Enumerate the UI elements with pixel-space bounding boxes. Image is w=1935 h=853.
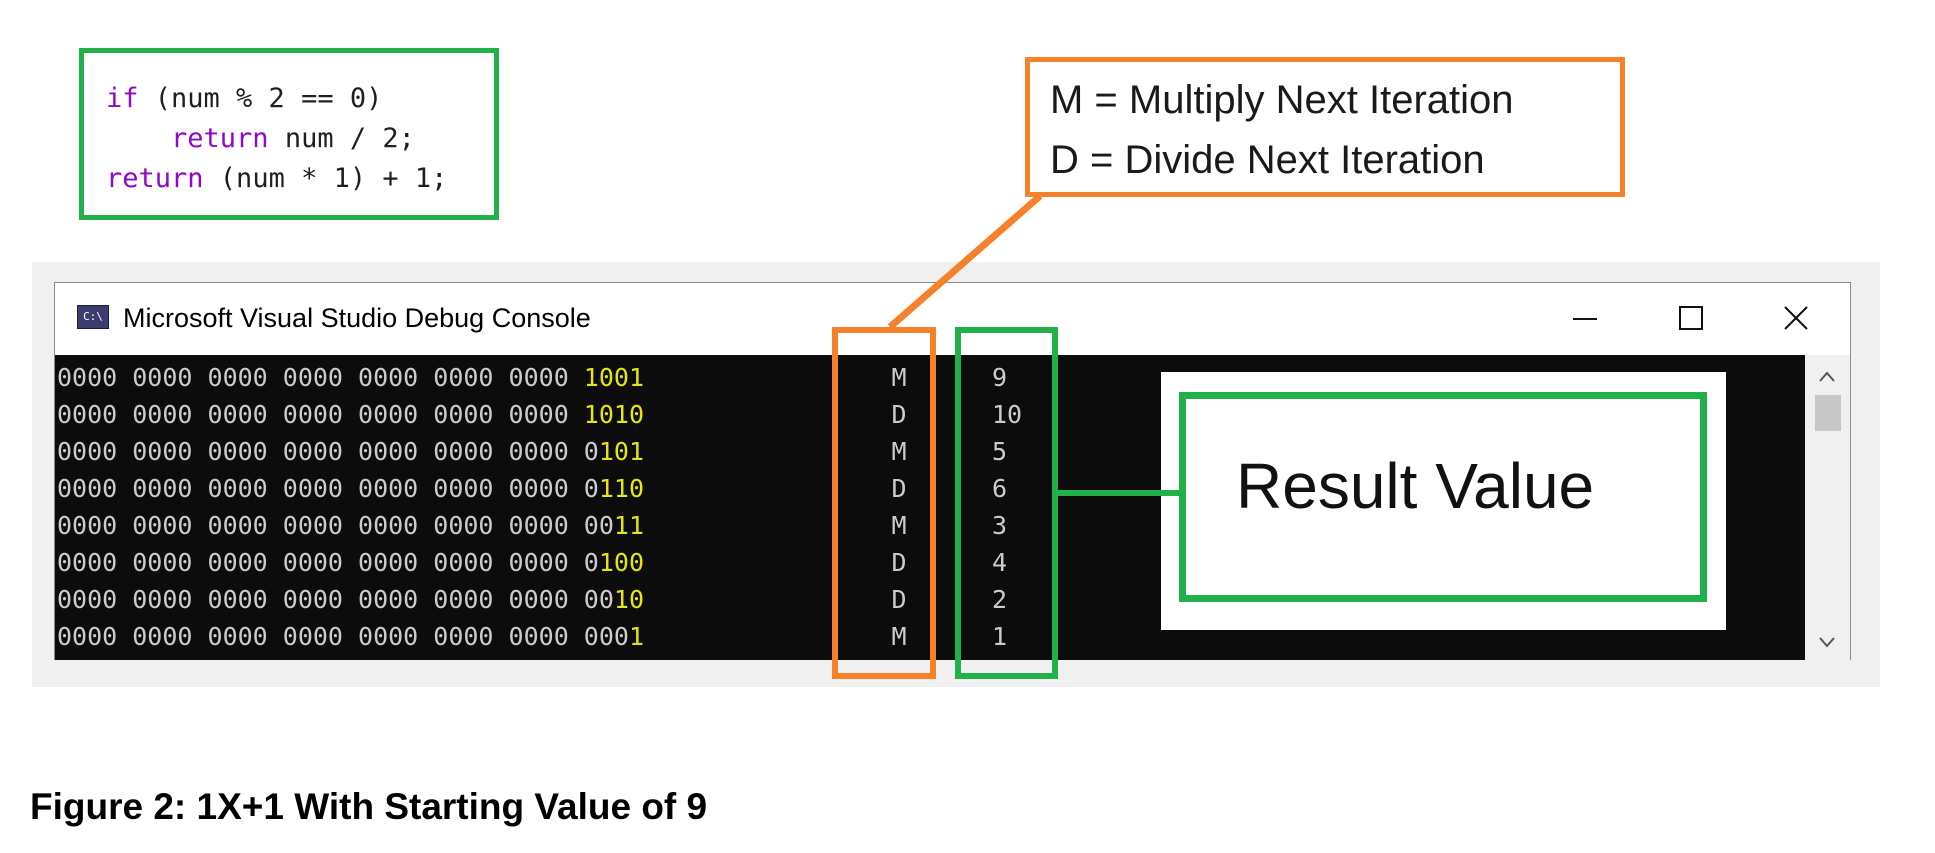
binary-significant-bits: 11 [613, 511, 645, 540]
code-text: (num * 1) + 1; [203, 163, 448, 194]
binary-prefix: 0000 0000 0000 0000 0000 0000 0000 [57, 511, 584, 540]
console-row: 0000 0000 0000 0000 0000 0000 0000 0101 M… [57, 433, 1797, 470]
binary-prefix: 0000 0000 0000 0000 0000 0000 0000 [57, 548, 584, 577]
console-app-icon: C:\ [77, 305, 109, 329]
binary-prefix: 0000 0000 0000 0000 0000 0000 0000 [57, 363, 584, 392]
operation-flag: D [891, 548, 907, 577]
result-value: 9 [992, 363, 1008, 392]
binary-leading-zeros: 00 [583, 585, 614, 614]
console-row: 0000 0000 0000 0000 0000 0000 0000 1001 M… [57, 359, 1797, 396]
title-bar[interactable]: C:\ Microsoft Visual Studio Debug Consol… [55, 283, 1850, 355]
binary-significant-bits: 10 [613, 585, 645, 614]
operation-flag: M [891, 622, 907, 651]
code-keyword: return [171, 123, 269, 154]
result-value: 6 [992, 474, 1008, 503]
maximize-icon [1679, 306, 1703, 330]
result-value-label: Result Value [1236, 450, 1595, 522]
value-column-highlight [955, 327, 1058, 679]
binary-prefix: 0000 0000 0000 0000 0000 0000 0000 [57, 622, 584, 651]
chevron-up-icon [1819, 371, 1835, 382]
code-snippet-box: if (num % 2 == 0) return num / 2; return… [79, 48, 499, 220]
result-value: 10 [992, 400, 1023, 429]
binary-significant-bits: 110 [598, 474, 645, 503]
console-row: 0000 0000 0000 0000 0000 0000 0000 0010 D… [57, 581, 1797, 618]
binary-value: 0000 0000 0000 0000 0000 0000 0000 1001 [57, 363, 644, 392]
binary-value: 0000 0000 0000 0000 0000 0000 0000 0101 [57, 437, 644, 466]
binary-significant-bits: 1001 [583, 363, 645, 392]
binary-value: 0000 0000 0000 0000 0000 0000 0000 0100 [57, 548, 644, 577]
binary-value: 0000 0000 0000 0000 0000 0000 0000 0110 [57, 474, 644, 503]
window-title: Microsoft Visual Studio Debug Console [123, 303, 591, 333]
legend-multiply: M = Multiply Next Iteration [1050, 78, 1514, 122]
operation-flag: D [891, 474, 907, 503]
operation-flag: D [891, 400, 907, 429]
operation-flag: D [891, 585, 907, 614]
result-value-callout: Result Value [1161, 372, 1726, 630]
binary-leading-zeros: 0 [583, 474, 599, 503]
operation-flag: M [891, 437, 907, 466]
code-line-1: if (num % 2 == 0) [106, 83, 382, 114]
console-row: 0000 0000 0000 0000 0000 0000 0000 0110 D… [57, 470, 1797, 507]
chevron-down-icon [1819, 637, 1835, 648]
code-keyword: return [106, 163, 204, 194]
result-value: 4 [992, 548, 1008, 577]
scroll-down-button[interactable] [1805, 628, 1850, 656]
binary-significant-bits: 100 [598, 548, 645, 577]
binary-leading-zeros: 0 [583, 548, 599, 577]
console-row: 0000 0000 0000 0000 0000 0000 0000 1010 D… [57, 396, 1797, 433]
binary-value: 0000 0000 0000 0000 0000 0000 0000 1010 [57, 400, 644, 429]
legend-divide: D = Divide Next Iteration [1050, 138, 1485, 182]
figure-caption: Figure 2: 1X+1 With Starting Value of 9 [30, 786, 708, 827]
code-keyword: if [106, 83, 139, 114]
binary-leading-zeros: 000 [583, 622, 629, 651]
binary-prefix: 0000 0000 0000 0000 0000 0000 0000 [57, 400, 584, 429]
result-value: 3 [992, 511, 1008, 540]
binary-significant-bits: 1010 [583, 400, 645, 429]
binary-significant-bits: 101 [598, 437, 645, 466]
result-value-box: Result Value [1179, 392, 1707, 602]
code-text: num / 2; [268, 123, 415, 154]
result-value: 5 [992, 437, 1008, 466]
code-line-2: return num / 2; [106, 123, 415, 154]
vertical-scrollbar[interactable] [1805, 355, 1850, 660]
code-indent [106, 123, 171, 154]
binary-significant-bits: 1 [628, 622, 645, 651]
console-row: 0000 0000 0000 0000 0000 0000 0000 0100 D… [57, 544, 1797, 581]
binary-leading-zeros: 00 [583, 511, 614, 540]
result-value: 2 [992, 585, 1008, 614]
maximize-button[interactable] [1661, 297, 1721, 341]
binary-leading-zeros: 0 [583, 437, 599, 466]
scroll-thumb[interactable] [1815, 395, 1841, 431]
operation-column-highlight [832, 327, 936, 679]
operation-flag: M [891, 511, 907, 540]
minimize-button[interactable] [1555, 297, 1615, 341]
legend-box: M = Multiply Next Iteration D = Divide N… [1025, 57, 1625, 197]
scroll-up-button[interactable] [1805, 363, 1850, 391]
code-text: (num % 2 == 0) [138, 83, 383, 114]
binary-value: 0000 0000 0000 0000 0000 0000 0000 0001 [57, 622, 644, 651]
close-button[interactable] [1765, 297, 1825, 341]
minimize-icon [1573, 318, 1597, 320]
binary-value: 0000 0000 0000 0000 0000 0000 0000 0010 [57, 585, 644, 614]
binary-prefix: 0000 0000 0000 0000 0000 0000 0000 [57, 474, 584, 503]
binary-prefix: 0000 0000 0000 0000 0000 0000 0000 [57, 437, 584, 466]
close-icon [1784, 306, 1808, 330]
console-row: 0000 0000 0000 0000 0000 0000 0000 0011 M… [57, 507, 1797, 544]
operation-flag: M [891, 363, 907, 392]
binary-prefix: 0000 0000 0000 0000 0000 0000 0000 [57, 585, 584, 614]
code-line-3: return (num * 1) + 1; [106, 163, 447, 194]
result-value: 1 [992, 622, 1008, 651]
binary-value: 0000 0000 0000 0000 0000 0000 0000 0011 [57, 511, 644, 540]
